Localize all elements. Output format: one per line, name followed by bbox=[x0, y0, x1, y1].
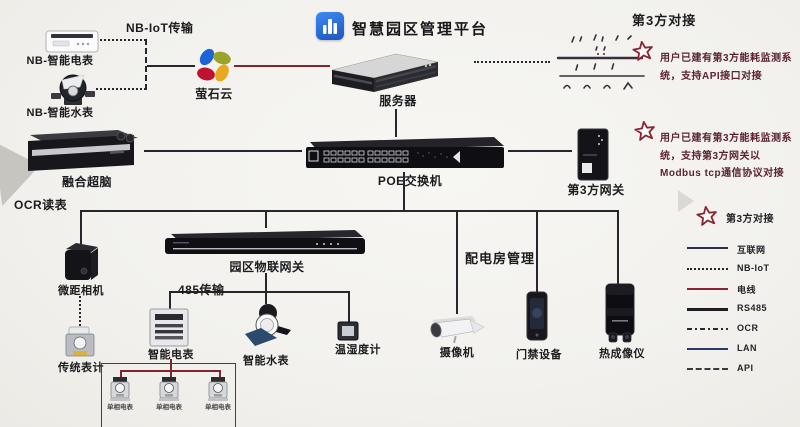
traditional-meter-label: 传统表计 bbox=[58, 362, 104, 374]
camera-label: 摄像机 bbox=[439, 347, 475, 359]
server-device bbox=[331, 53, 439, 92]
platform-title: 智慧园区管理平台 bbox=[352, 21, 489, 38]
note-api-integration: 用户已建有第3方能耗监测系统，支持API接口对接 bbox=[660, 53, 793, 82]
nb-smart-emeter-label: NB-智能电表 bbox=[26, 55, 94, 67]
smart-electric-meter-device bbox=[149, 308, 189, 347]
platform-app-icon bbox=[316, 12, 344, 40]
link-bus-macrocam bbox=[80, 210, 82, 244]
nbiot-link-junction bbox=[145, 39, 147, 90]
ocr-reading-label: OCR读表 bbox=[14, 198, 68, 212]
third-party-title: 第3方对接 bbox=[632, 13, 697, 28]
sub-meter-label: 单相电表 bbox=[107, 404, 133, 411]
watermark-triangle bbox=[678, 190, 694, 212]
legend-line-internet bbox=[687, 247, 728, 249]
smart-emeter-label: 智能电表 bbox=[148, 349, 194, 361]
link-bus-thermal bbox=[617, 210, 619, 284]
ezviz-cloud-logo bbox=[197, 48, 231, 82]
link-gateway-485bus bbox=[265, 273, 267, 292]
powerline-emeter-down bbox=[170, 359, 172, 371]
bullet-camera-device bbox=[430, 316, 485, 344]
rs485-transfer-label: 485传输 bbox=[178, 283, 225, 297]
submeter-group-box bbox=[101, 363, 236, 427]
note-modbus-integration: 用户已建有第3方能耗监测系统，支持第3方网关以Modbus tcp通信协议对接 bbox=[660, 133, 793, 179]
star-icon bbox=[631, 39, 655, 62]
powerline-drop-1 bbox=[120, 370, 122, 377]
legend-line-ocr bbox=[687, 328, 728, 330]
poe-switch-label: POE交换机 bbox=[377, 174, 443, 188]
sub-meter-device bbox=[208, 377, 228, 401]
sub-meter-device bbox=[159, 377, 179, 401]
nbiot-link-wmeter bbox=[96, 88, 146, 90]
park-iot-gateway-label: 园区物联网关 bbox=[229, 260, 305, 274]
nb-smart-wmeter-label: NB-智能水表 bbox=[26, 107, 94, 119]
thermo-hygrometer-label: 温湿度计 bbox=[335, 344, 381, 356]
building-bars-icon bbox=[323, 19, 337, 34]
legend-line-powerline bbox=[687, 288, 728, 290]
legend-label: API bbox=[737, 363, 754, 373]
star-icon bbox=[695, 204, 719, 227]
nb-smart-electric-meter-device bbox=[45, 30, 99, 53]
power-room-mgmt-label: 配电房管理 bbox=[464, 251, 535, 266]
legend-line-nbiot bbox=[687, 268, 728, 270]
link-junction-ezviz bbox=[147, 65, 195, 67]
legend-label: OCR bbox=[737, 323, 759, 333]
legend-label: 电线 bbox=[737, 285, 757, 295]
link-switch-gateway3 bbox=[508, 150, 572, 152]
link-fusion-switch bbox=[144, 150, 302, 152]
access-control-device bbox=[526, 291, 548, 341]
link-485-wmeter bbox=[265, 291, 267, 304]
third-party-gateway-device bbox=[577, 128, 609, 181]
legend-line-rs485 bbox=[687, 308, 728, 311]
sub-meter-label: 单相电表 bbox=[156, 404, 182, 411]
legend-label: NB-IoT bbox=[737, 263, 770, 273]
link-bus-parkgateway bbox=[265, 210, 267, 228]
legend-title: 第3方对接 bbox=[726, 214, 775, 225]
ezviz-cloud-label: 萤石云 bbox=[195, 87, 233, 101]
thermal-imager-label: 热成像仪 bbox=[599, 348, 645, 360]
smart-water-meter-device bbox=[245, 304, 291, 346]
link-485-emeter bbox=[169, 291, 171, 309]
smart-wmeter-label: 智能水表 bbox=[243, 355, 289, 367]
macro-camera-device bbox=[65, 243, 98, 280]
nbiot-link-emeter bbox=[100, 39, 146, 41]
link-bus-camera bbox=[456, 210, 458, 314]
fusion-brain-device bbox=[28, 130, 138, 171]
lan-bus-line bbox=[80, 210, 619, 212]
thermo-hygrometer-device bbox=[337, 321, 359, 341]
nb-smart-water-meter-device bbox=[51, 74, 95, 105]
ocr-link-camera-meter bbox=[79, 296, 81, 326]
link-switch-bus bbox=[403, 172, 405, 212]
legend-line-api bbox=[687, 368, 728, 370]
legend-line-lan bbox=[687, 348, 728, 350]
link-server-switch bbox=[395, 109, 397, 137]
poe-switch-device bbox=[306, 137, 504, 168]
powerline-drop-3 bbox=[219, 370, 221, 377]
nbiot-transfer-label: NB-IoT传输 bbox=[126, 21, 194, 35]
legend-label: RS485 bbox=[737, 303, 768, 313]
legend-label: LAN bbox=[737, 343, 757, 353]
link-bus-access bbox=[536, 210, 538, 294]
sub-meter-label: 单相电表 bbox=[205, 404, 231, 411]
fusion-brain-label: 融合超脑 bbox=[61, 175, 112, 189]
legend-label: 互联网 bbox=[737, 245, 766, 255]
star-icon bbox=[633, 119, 657, 142]
link-ezviz-server-internet bbox=[234, 65, 330, 67]
sub-meter-device bbox=[110, 377, 130, 401]
third-party-system-sketch bbox=[556, 34, 645, 90]
powerline-drop-2 bbox=[170, 370, 172, 377]
api-link-server-thirdparty bbox=[474, 61, 550, 63]
access-control-label: 门禁设备 bbox=[516, 349, 562, 361]
park-iot-gateway-device bbox=[165, 230, 365, 254]
link-485-thermo bbox=[348, 291, 350, 322]
thermal-imager-device bbox=[605, 283, 635, 343]
macro-camera-label: 微距相机 bbox=[58, 285, 104, 297]
server-label: 服务器 bbox=[379, 94, 417, 108]
third-party-gateway-label: 第3方网关 bbox=[567, 183, 625, 197]
traditional-meter-device bbox=[65, 326, 95, 357]
rs485-bus-line bbox=[169, 291, 350, 293]
